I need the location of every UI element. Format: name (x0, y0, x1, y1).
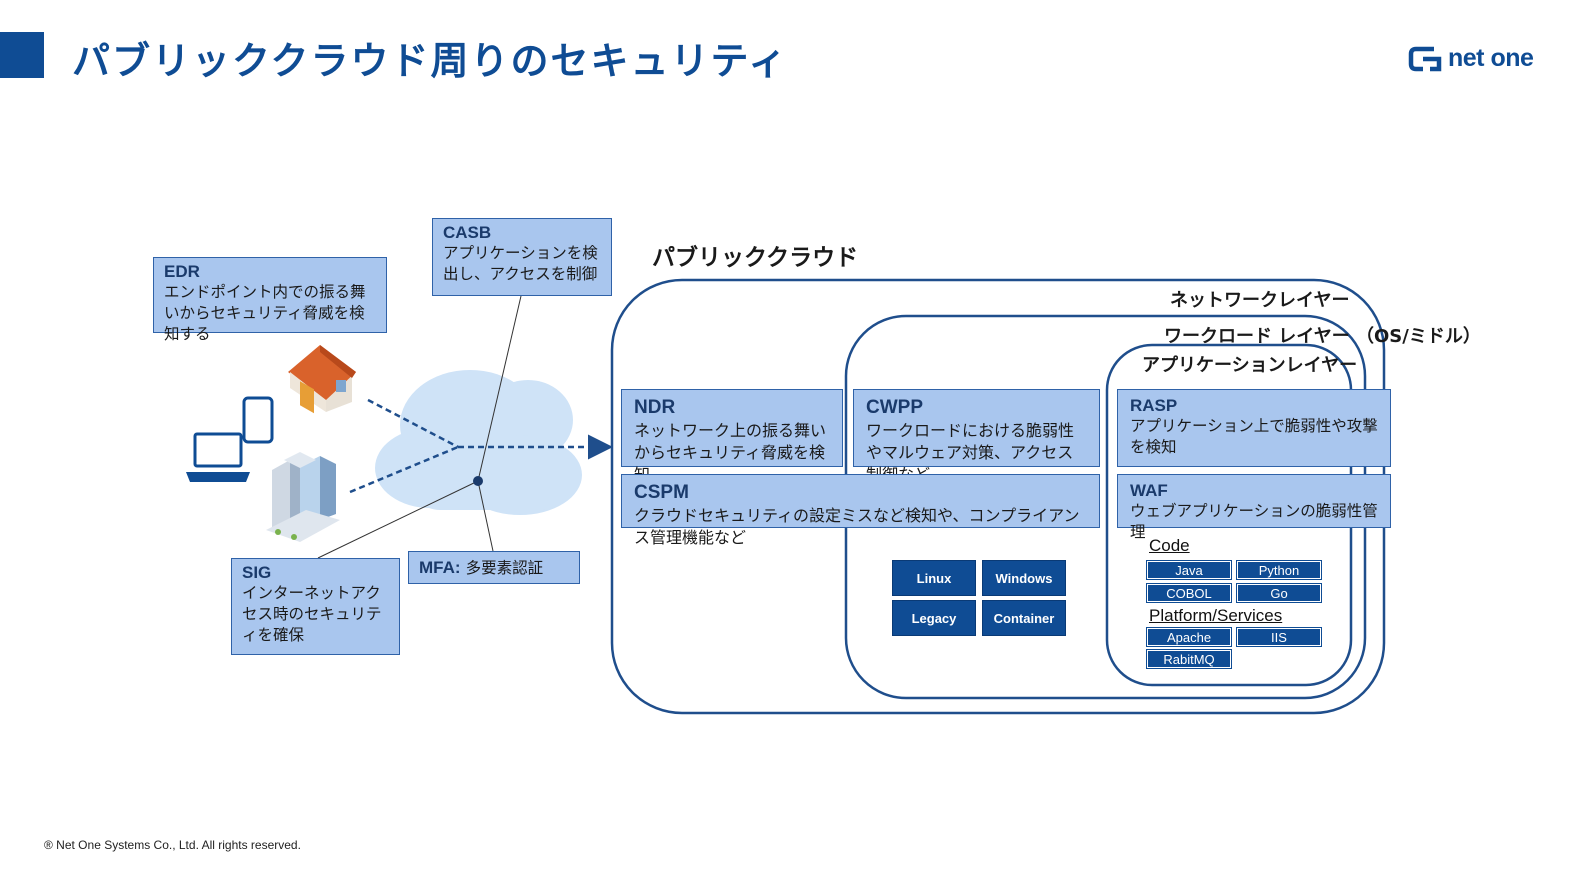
code-label: Code (1149, 536, 1190, 555)
code-cobol: COBOL (1146, 583, 1232, 603)
page-title: パブリッククラウド周りのセキュリティ (72, 39, 789, 83)
sig-text: インターネットアクセス時のセキュリティを確保 (242, 584, 382, 644)
laptop-icon (186, 432, 250, 482)
code-python: Python (1236, 560, 1322, 580)
network-layer-label: ネットワークレイヤー (1170, 290, 1350, 311)
house-icon (288, 345, 356, 414)
application-layer-label: アプリケーションレイヤー (1142, 355, 1358, 376)
code-java: Java (1146, 560, 1232, 580)
mfa-heading: MFA: (419, 558, 461, 577)
edr-box: EDR エンドポイント内での振る舞いからセキュリティ脅威を検知する (153, 257, 387, 343)
office-building-icon (266, 452, 340, 542)
rasp-box: RASP アプリケーション上で脆弱性や攻撃を検知 (1117, 389, 1391, 467)
platform-label: Platform/Services (1149, 606, 1283, 625)
sig-heading: SIG (242, 563, 272, 582)
workload-layer-label: ワークロード レイヤー （OS/ミドル） (1164, 326, 1481, 347)
os-legacy: Legacy (892, 600, 976, 636)
rasp-heading: RASP (1130, 396, 1178, 415)
os-windows: Windows (982, 560, 1066, 596)
edr-heading: EDR (164, 262, 200, 281)
cspm-box: CSPM クラウドセキュリティの設定ミスなど検知や、コンプライアンス管理機能など (621, 474, 1100, 547)
ndr-heading: NDR (634, 397, 676, 418)
sig-box: SIG インターネットアクセス時のセキュリティを確保 (231, 558, 400, 655)
os-linux: Linux (892, 560, 976, 596)
casb-box: CASB アプリケーションを検出し、アクセスを制御 (432, 218, 612, 296)
net-one-logo: net one (1408, 44, 1534, 73)
sig-leader (317, 480, 479, 559)
platform-rabitmq: RabitMQ (1146, 649, 1232, 669)
casb-text: アプリケーションを検出し、アクセスを制御 (443, 244, 598, 283)
cspm-text: クラウドセキュリティの設定ミスなど検知や、コンプライアンス管理機能など (634, 506, 1080, 547)
mfa-text: 多要素認証 (465, 559, 544, 577)
platform-iis: IIS (1236, 627, 1322, 647)
platform-apache: Apache (1146, 627, 1232, 647)
dashed-link-home (367, 398, 459, 449)
title-accent-bar (0, 32, 44, 78)
code-go: Go (1236, 583, 1322, 603)
cloud-icon (375, 370, 582, 515)
cwpp-heading: CWPP (866, 397, 923, 418)
net-one-logo-icon (1408, 46, 1442, 71)
public-cloud-label: パブリッククラウド (652, 245, 859, 271)
casb-leader (477, 295, 522, 482)
copyright: ® Net One Systems Co., Ltd. All rights r… (44, 838, 301, 852)
logo-text: net one (1448, 44, 1534, 72)
ndr-box: NDR ネットワーク上の振る舞いからセキュリティ脅威を検知 (621, 389, 843, 484)
cwpp-box: CWPP ワークロードにおける脆弱性やマルウェア対策、アクセス制御など (853, 389, 1100, 484)
waf-heading: WAF (1130, 481, 1168, 500)
waf-box: WAF ウェブアプリケーションの脆弱性管理 (1117, 474, 1391, 541)
mfa-box: MFA: 多要素認証 (408, 551, 580, 584)
edr-text: エンドポイント内での振る舞いからセキュリティ脅威を検知する (164, 283, 366, 343)
casb-heading: CASB (443, 223, 492, 242)
rasp-text: アプリケーション上で脆弱性や攻撃を検知 (1130, 417, 1378, 456)
waf-text: ウェブアプリケーションの脆弱性管理 (1130, 502, 1378, 541)
os-container: Container (982, 600, 1066, 636)
cspm-heading: CSPM (634, 482, 689, 503)
smartphone-icon (242, 396, 274, 444)
mfa-leader (477, 480, 494, 552)
junction-dot (473, 476, 483, 486)
